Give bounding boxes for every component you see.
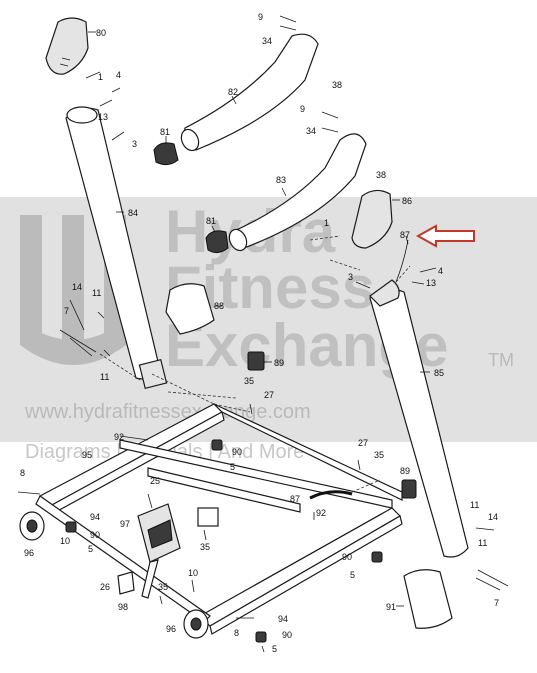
callout-88: 88 xyxy=(214,301,224,311)
callout-4-left: 4 xyxy=(116,70,121,80)
callout-35-d: 35 xyxy=(158,582,168,592)
callout-5-a: 5 xyxy=(230,462,235,472)
callout-11-a: 11 xyxy=(92,288,101,298)
part-80-left-upright-cover xyxy=(45,17,96,75)
callout-labels: 80 82 81 81 83 84 85 86 87 87 88 89 89 9… xyxy=(20,12,499,654)
callout-97: 97 xyxy=(120,519,130,529)
callout-5-d: 5 xyxy=(272,644,277,654)
callout-34-mid: 34 xyxy=(306,126,316,136)
part-87-cable-upper xyxy=(395,235,409,283)
callout-25: 25 xyxy=(150,476,160,486)
fasteners xyxy=(17,15,509,653)
callout-85: 85 xyxy=(434,368,444,378)
callout-92-left: 92 xyxy=(114,432,124,442)
callout-13-right: 13 xyxy=(426,278,436,288)
callout-35-a: 35 xyxy=(244,376,254,386)
callout-7-left: 7 xyxy=(64,306,69,316)
callout-82: 82 xyxy=(228,87,238,97)
callout-96-right: 96 xyxy=(166,624,176,634)
part-85-right-upright xyxy=(369,279,469,558)
part-81-end-cap-upper xyxy=(153,136,179,166)
callout-94-left: 94 xyxy=(90,512,100,522)
callout-5-b: 5 xyxy=(88,544,93,554)
callout-9-mid: 9 xyxy=(300,104,305,114)
callout-89-right: 89 xyxy=(400,466,410,476)
callout-87-lower: 87 xyxy=(290,494,300,504)
callout-90-a: 90 xyxy=(232,447,242,457)
callout-13-left: 13 xyxy=(98,112,108,122)
callout-94-right: 94 xyxy=(278,614,288,624)
part-98-bracket xyxy=(117,571,135,595)
callout-96-left: 96 xyxy=(24,548,34,558)
callout-80: 80 xyxy=(96,28,106,38)
callout-35-c: 35 xyxy=(200,542,210,552)
part-82-left-handrail xyxy=(180,33,319,152)
callout-8-right: 8 xyxy=(234,628,239,638)
callout-90-c: 90 xyxy=(342,552,352,562)
callout-14-left: 14 xyxy=(72,282,82,292)
callout-81-upper: 81 xyxy=(160,127,170,137)
callout-86: 86 xyxy=(402,196,412,206)
part-91-rear-cover xyxy=(396,569,453,629)
callout-83: 83 xyxy=(276,175,286,185)
callout-5-c: 5 xyxy=(350,570,355,580)
callout-7-right: 7 xyxy=(494,598,499,608)
part-96-wheel-left xyxy=(19,511,45,541)
callout-27-b: 27 xyxy=(358,438,368,448)
callout-10-left: 10 xyxy=(60,536,70,546)
callout-84: 84 xyxy=(128,208,138,218)
callout-10-right: 10 xyxy=(188,568,198,578)
callout-35-b: 35 xyxy=(374,450,384,460)
callout-87-upper: 87 xyxy=(400,230,410,240)
callout-98: 98 xyxy=(118,602,128,612)
watermark-trademark: TM xyxy=(488,350,514,370)
callout-90-d: 90 xyxy=(282,630,292,640)
callout-38-top: 38 xyxy=(332,80,342,90)
callout-38-mid: 38 xyxy=(376,170,386,180)
part-89-clip-right xyxy=(401,479,417,499)
part-89-clip-left xyxy=(247,351,272,371)
callout-91: 91 xyxy=(386,602,396,612)
part-90-foot-c xyxy=(371,551,383,563)
part-88-shroud xyxy=(165,283,222,335)
callout-95: 95 xyxy=(82,450,92,460)
part-84-left-upright xyxy=(65,106,168,390)
callout-27-a: 27 xyxy=(264,390,274,400)
part-90-foot-d xyxy=(255,631,267,643)
part-96-wheel-right xyxy=(183,609,209,639)
callout-34-top: 34 xyxy=(262,36,272,46)
callout-81-lower: 81 xyxy=(206,216,216,226)
part-92-95-base-frame xyxy=(35,403,403,635)
callout-1-left: 1 xyxy=(98,72,103,82)
part-87-cable-lower xyxy=(309,490,353,500)
callout-8-left: 8 xyxy=(20,468,25,478)
part-97-lift-motor xyxy=(137,503,181,599)
callout-1-right: 1 xyxy=(324,218,329,228)
part-83-right-handrail xyxy=(228,133,367,252)
callout-3-left: 3 xyxy=(132,139,137,149)
callout-11-d: 11 xyxy=(478,538,487,548)
callout-92-right: 92 xyxy=(316,508,326,518)
callout-90-b: 90 xyxy=(90,530,100,540)
callout-11-c: 11 xyxy=(470,500,479,510)
callout-4-right: 4 xyxy=(438,266,443,276)
callout-9-top: 9 xyxy=(258,12,263,22)
part-86-right-upright-cover xyxy=(351,189,400,249)
assembly-guides xyxy=(99,235,411,493)
part-90-foot-a xyxy=(211,439,223,451)
watermark-url: www.hydrafitnessexchange.com xyxy=(24,401,311,423)
highlight-arrow xyxy=(415,224,475,248)
callout-26: 26 xyxy=(100,582,110,592)
callout-89-left: 89 xyxy=(274,358,284,368)
watermark-logo xyxy=(20,215,126,365)
callout-3-right: 3 xyxy=(348,272,353,282)
callout-14-right: 14 xyxy=(488,512,498,522)
part-90-foot-b xyxy=(65,521,77,533)
part-81-end-cap-lower xyxy=(205,225,229,254)
callout-11-b: 11 xyxy=(100,372,109,382)
